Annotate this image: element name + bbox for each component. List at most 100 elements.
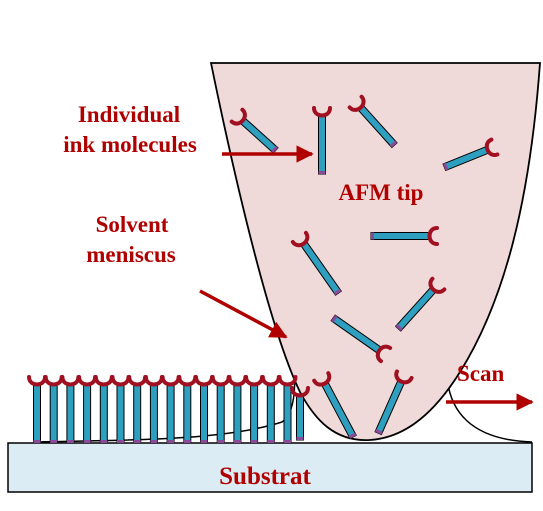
molecule-headgroup [77, 375, 98, 387]
molecule-chain [166, 384, 175, 444]
molecule-tail [250, 440, 258, 443]
surface-molecule [160, 375, 181, 444]
molecule-tail [183, 440, 191, 443]
surface-molecule [110, 375, 131, 444]
molecule-tail [66, 440, 74, 443]
surface-molecule [127, 375, 148, 444]
molecule-tail [33, 440, 41, 443]
molecule-chain [133, 384, 142, 444]
molecule-headgroup [244, 375, 265, 387]
solvent-meniscus-label-line2: meniscus [86, 242, 176, 267]
molecule-chain [200, 384, 208, 444]
molecule-tail [50, 440, 58, 443]
molecule-tail [333, 288, 342, 296]
molecule-chain [33, 384, 41, 444]
ink-molecule [442, 137, 500, 172]
molecule-tail [348, 432, 357, 439]
molecule-headgroup [484, 137, 500, 157]
surface-molecule [177, 375, 198, 444]
molecule-tail [167, 440, 175, 443]
molecule-headgroup [227, 375, 248, 387]
molecule-chain [116, 384, 125, 444]
molecule-tail [100, 440, 108, 443]
molecule-chain [149, 384, 158, 444]
ink-molecule [347, 94, 398, 149]
floating-molecules [229, 94, 500, 441]
molecule-tail [267, 440, 275, 443]
molecule-chain [83, 384, 92, 444]
molecule-tail [200, 440, 208, 443]
molecule-tail [331, 315, 338, 323]
molecule-headgroup [127, 375, 148, 387]
molecule-headgroup [375, 344, 393, 364]
molecule-tail [271, 145, 279, 154]
molecule-headgroup [27, 375, 47, 387]
molecule-chain [66, 384, 75, 444]
ink-molecule [229, 107, 279, 154]
molecule-headgroup [210, 375, 231, 387]
molecule-headgroup [43, 375, 64, 387]
molecule-chain [318, 115, 326, 175]
molecule-chain [216, 384, 225, 444]
molecule-tail [375, 428, 383, 435]
molecule-tail [117, 440, 124, 443]
ink-molecule [312, 106, 332, 175]
molecule-tail [150, 440, 158, 443]
molecule-chain [283, 384, 292, 444]
molecule-headgroup [160, 375, 181, 387]
molecule-chain [370, 232, 430, 240]
ink-molecule [394, 276, 447, 332]
solvent-meniscus-label-line1: Solvent [96, 212, 169, 237]
ink-molecule [370, 226, 439, 246]
molecule-headgroup [277, 375, 298, 387]
molecule-headgroup [229, 107, 247, 126]
ink-molecule [330, 314, 393, 364]
molecule-tail [133, 440, 141, 443]
molecule-tail [284, 440, 291, 443]
molecule-tail [371, 232, 374, 240]
molecule-tail [217, 440, 225, 443]
surface-molecule [277, 375, 298, 444]
molecule-chain [183, 384, 192, 444]
substrate-label: Substrat [219, 463, 311, 490]
molecule-headgroup [177, 375, 198, 387]
molecule-chain [266, 384, 275, 444]
afm-tip [209, 62, 541, 441]
ink-molecule [290, 230, 342, 296]
molecule-headgroup [194, 375, 214, 387]
molecule-tail [395, 324, 403, 331]
molecule-tail [443, 162, 449, 171]
surface-molecule [93, 375, 114, 444]
molecule-chain [250, 384, 259, 444]
surface-molecule [27, 375, 47, 444]
meniscus-arrow [199, 289, 288, 339]
scan-label: Scan [457, 361, 505, 386]
molecule-chain [49, 384, 58, 444]
molecule-headgroup [312, 371, 332, 387]
surface-molecule [244, 375, 265, 444]
molecule-headgroup [143, 375, 164, 387]
surface-molecules [27, 375, 298, 444]
ink-molecule [312, 371, 357, 440]
molecule-tail [233, 440, 241, 443]
molecule-headgroup [428, 276, 447, 294]
afm-tip-label: AFM tip [339, 180, 424, 205]
molecule-chain [99, 384, 108, 444]
ink-molecules-label-line1: Individual [78, 102, 180, 127]
substrate [7, 442, 533, 493]
molecule-chain [296, 395, 304, 441]
molecule-headgroup [312, 106, 332, 118]
surface-molecule [43, 375, 64, 444]
molecule-headgroup [110, 375, 131, 387]
molecule-tail [318, 171, 326, 174]
molecule-headgroup [394, 369, 414, 385]
ink-molecule [374, 369, 414, 436]
molecule-headgroup [260, 375, 281, 387]
ink-molecule [290, 386, 310, 441]
surface-molecule [60, 375, 81, 444]
molecule-headgroup [93, 375, 114, 387]
molecule-tail [296, 437, 304, 440]
molecule-headgroup [290, 230, 310, 248]
